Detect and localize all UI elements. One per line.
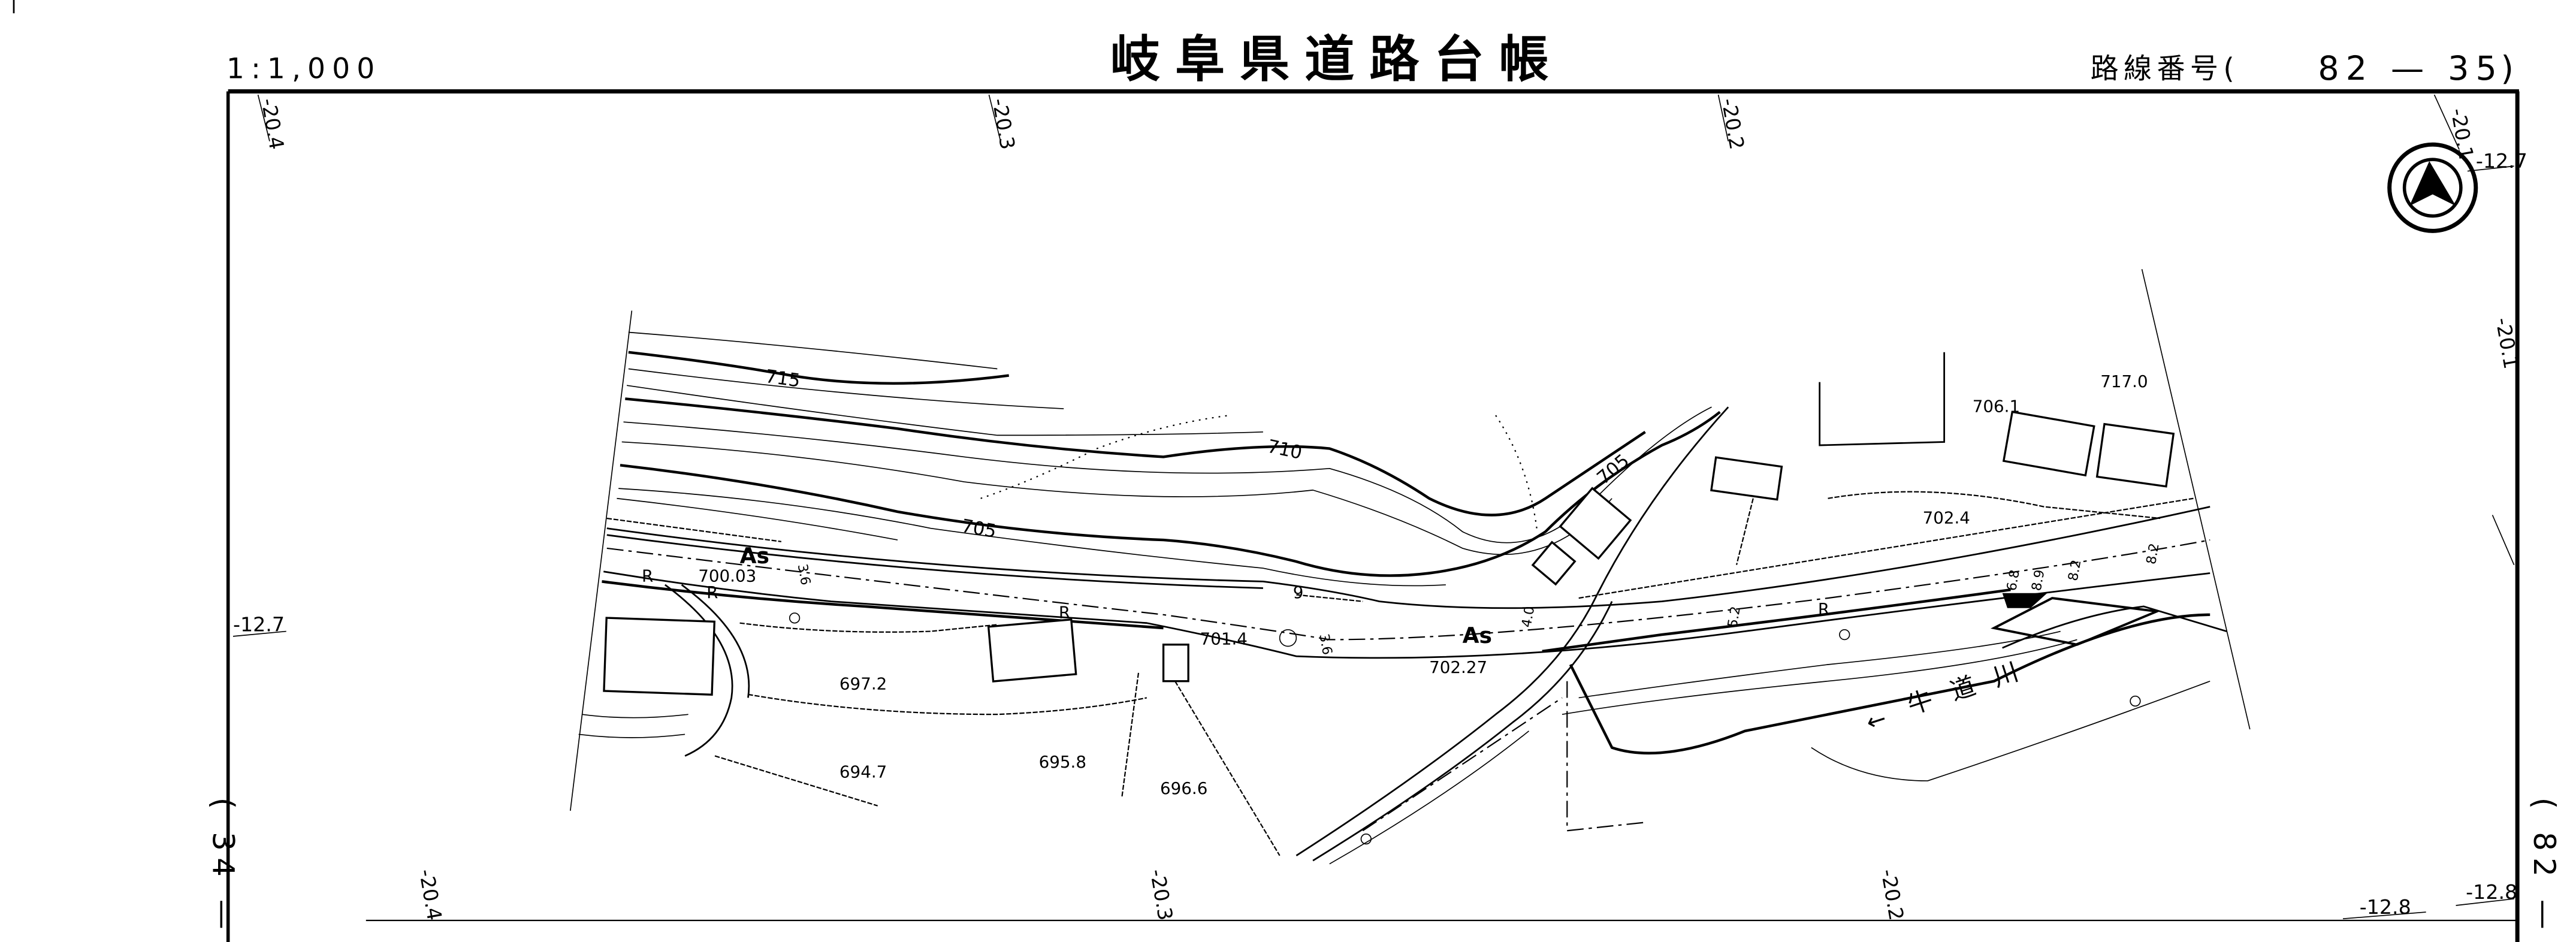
elevation-label: 694.7 xyxy=(839,762,887,782)
grid-label-bottom-2: -20.3 xyxy=(1146,867,1177,922)
elevation-label: 700.03 xyxy=(698,566,756,585)
scale-label: 1:1,000 xyxy=(227,52,381,85)
river-name: 牛道川 xyxy=(1904,651,2041,720)
grid-label-bottom-1: -20.4 xyxy=(415,867,446,922)
river-flow-arrow: ← xyxy=(1863,705,1890,737)
building xyxy=(987,618,1077,683)
elevation-label: 702.27 xyxy=(1429,657,1487,677)
route-label: 路線番号( xyxy=(2091,52,2239,85)
surface-label-as: As xyxy=(1463,624,1492,648)
elevation-label: 717.0 xyxy=(2100,372,2148,391)
width-label: 4.0 xyxy=(1519,605,1538,629)
grid-label-bottom-right-1: -12.8 xyxy=(2360,895,2411,919)
retaining-wall-label: R xyxy=(642,566,653,585)
elevation-label: 701.4 xyxy=(1200,629,1248,649)
grid-label-top-2: -20.3 xyxy=(987,96,1019,151)
width-label: 8.2 xyxy=(2065,558,2085,582)
elevation-label: 696.6 xyxy=(1160,778,1207,798)
retaining-wall-label: R xyxy=(1818,599,1829,619)
grid-label-right-top: -12.7 xyxy=(2476,149,2527,173)
retaining-wall-label: R xyxy=(706,582,718,602)
surface-label-as: As xyxy=(740,544,769,569)
grid-label-left: -12.7 xyxy=(233,613,285,636)
building xyxy=(1531,541,1577,586)
left-page-ref: ( 34 — xyxy=(206,798,241,936)
elevation-label: 695.8 xyxy=(1039,752,1086,772)
grid-ticks xyxy=(232,94,2515,920)
building-outline xyxy=(1819,352,1946,446)
building xyxy=(1710,456,1783,501)
grid-label-top-1: -20.4 xyxy=(256,96,288,151)
building xyxy=(603,617,716,696)
grid-label-bottom-3: -20.2 xyxy=(1876,867,1908,922)
retaining-wall-label: R xyxy=(1059,602,1070,622)
contour-label-715: 715 xyxy=(764,366,801,392)
width-label: 6.8 xyxy=(2004,569,2023,592)
right-page-ref: ( 82 — xyxy=(2527,798,2562,936)
building xyxy=(1162,644,1189,683)
elevation-label: 702.4 xyxy=(1923,508,1970,527)
building xyxy=(1559,487,1632,560)
elevation-label: 706.1 xyxy=(1973,397,2020,416)
grid-label-top-3: -20.2 xyxy=(1717,96,1748,151)
grid-label-bottom-right-2: -12.8 xyxy=(2466,880,2517,904)
topographic-drawing: 715 710 705 705 xyxy=(569,268,2251,865)
route-close: ) xyxy=(2500,50,2514,88)
building xyxy=(2095,422,2175,488)
width-label: 3.6 xyxy=(795,563,814,586)
contour-label-705b: 705 xyxy=(1593,450,1633,488)
width-label: 8.9 xyxy=(2029,569,2048,592)
route-number: 82 — 35 xyxy=(2318,50,2503,88)
building xyxy=(2002,410,2095,477)
grid-label-top-4: -20.1 xyxy=(2446,107,2478,161)
map-labels: As As 700.03 697.2 694.7 695.8 696.6 701… xyxy=(642,372,2163,798)
width-label: 9 xyxy=(1293,582,1304,602)
elevation-label: 697.2 xyxy=(839,674,887,694)
sheet-title: 岐阜県道路台帳 xyxy=(1110,31,1564,89)
north-arrow-icon xyxy=(2387,142,2478,233)
width-label: 3.6 xyxy=(1316,633,1335,656)
contour-label-710: 710 xyxy=(1266,436,1304,464)
width-label: 5.2 xyxy=(1725,605,1744,629)
contour-label-705: 705 xyxy=(960,516,998,543)
width-label: 8.2 xyxy=(2143,542,2163,565)
